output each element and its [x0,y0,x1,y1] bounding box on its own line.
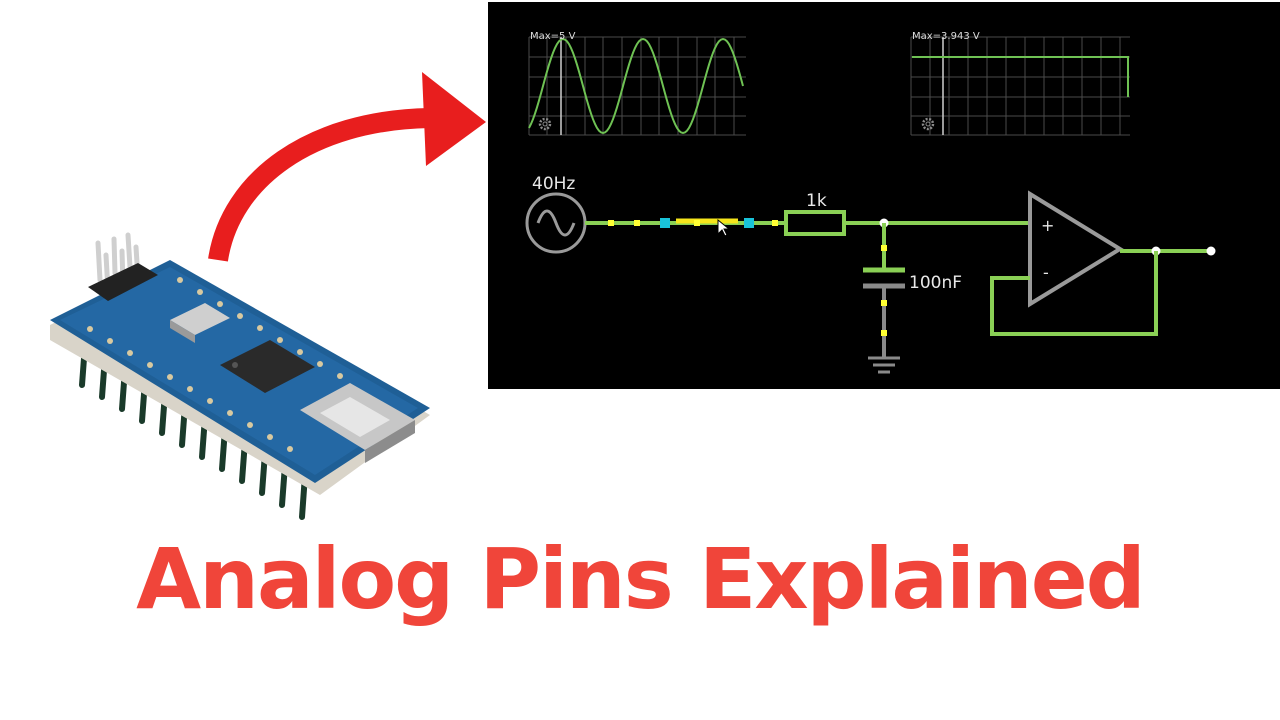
capacitor[interactable] [863,267,905,289]
scope-right: Max=3.943 V [910,31,1130,136]
mouse-cursor-icon [717,218,731,237]
op-amp[interactable]: + - [1028,190,1124,308]
circuit-simulator-panel: Max=5 V Max=3.943 V [488,2,1280,389]
arduino-nano-board-image [50,232,430,520]
junction-marker [744,218,754,228]
curved-red-arrow [208,72,486,262]
source-frequency-label: 40Hz [532,174,575,194]
scope-right-label: Max=3.943 V [912,31,980,42]
sine-source-icon[interactable] [525,192,587,254]
scope-left: Max=5 V [528,31,746,136]
opamp-minus-sign: - [1043,263,1049,282]
capacitor-value-label: 100nF [909,273,962,293]
opamp-plus-sign: + [1041,216,1054,235]
resistor-value-label: 1k [806,191,827,211]
junction-marker [660,218,670,228]
settings-gear-icon[interactable] [921,117,935,131]
settings-gear-icon[interactable] [538,117,552,131]
scope-left-label: Max=5 V [530,31,576,42]
resistor[interactable] [784,210,846,236]
ground-icon [868,356,900,374]
headline-title: Analog Pins Explained [136,530,1146,628]
